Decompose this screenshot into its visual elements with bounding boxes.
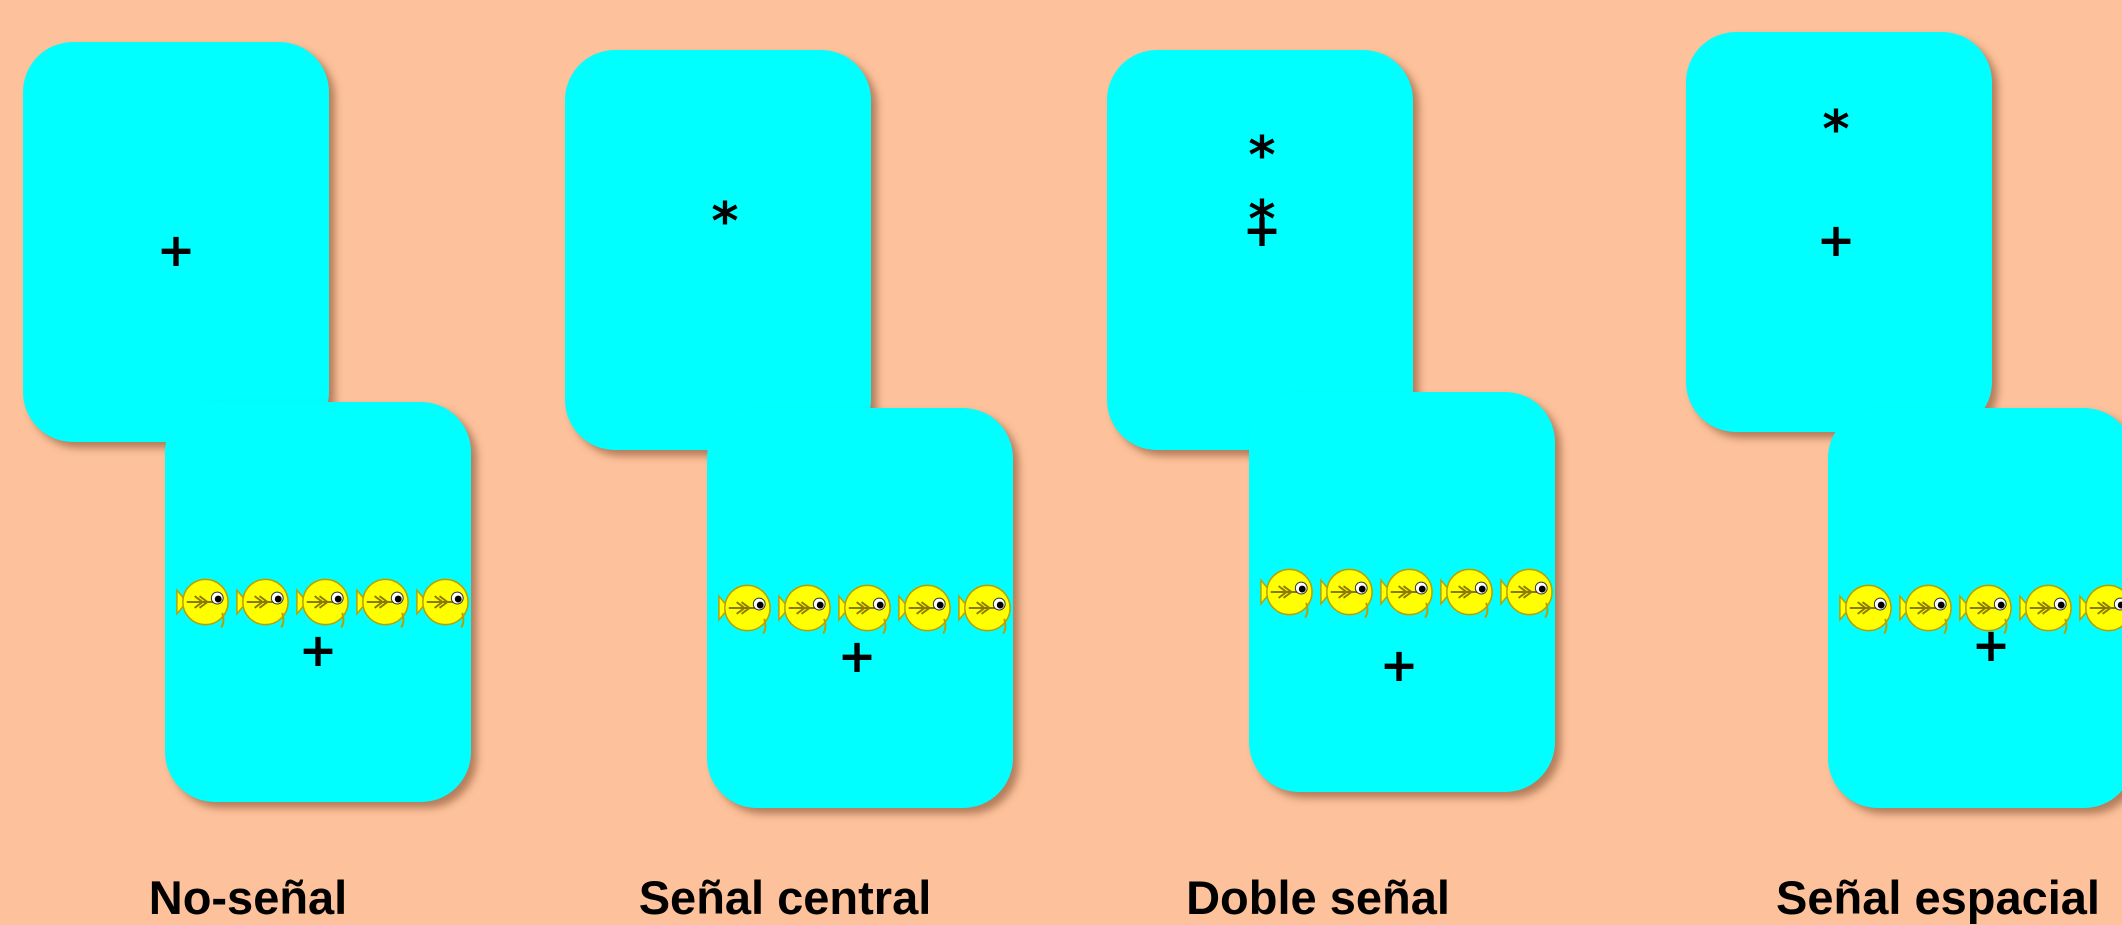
- fish-flanker-icon: [1896, 578, 1955, 638]
- fish-flanker-icon: [775, 578, 834, 638]
- fish-flanker-icon: [173, 572, 232, 632]
- cue-asterisk-center: *: [1248, 190, 1276, 250]
- fish-flanker-icon: [1257, 562, 1316, 622]
- fixation-cross: +: [1816, 213, 1856, 267]
- fish-flanker-icon: [1836, 578, 1895, 638]
- fish-flanker-icon: [1437, 562, 1496, 622]
- fish-flanker-icon: [1317, 562, 1376, 622]
- fixation-cross: +: [1971, 618, 2011, 672]
- cue-card-no-signal: +: [23, 42, 329, 442]
- fixation-cross: +: [1379, 638, 1419, 692]
- caption-spatial-signal: Señal espacial: [1776, 871, 2100, 924]
- fish-flanker-icon: [895, 578, 954, 638]
- fixation-cross: +: [837, 629, 877, 683]
- cue-card-double: * + *: [1107, 50, 1413, 450]
- fish-flanker-icon: [715, 578, 774, 638]
- fixation-cross: +: [298, 623, 338, 677]
- caption-no-signal: No-señal: [148, 871, 348, 924]
- cue-asterisk: *: [1822, 100, 1850, 160]
- caption-double-signal: Doble señal: [1186, 871, 1450, 924]
- fish-flanker-icon: [353, 572, 412, 632]
- target-card-no-signal: +: [165, 402, 471, 802]
- flanker-array: [1257, 562, 1557, 622]
- fish-flanker-icon: [233, 572, 292, 632]
- caption-central-signal: Señal central: [638, 871, 932, 924]
- cue-card-spatial: * +: [1686, 32, 1992, 432]
- fish-flanker-icon: [2076, 578, 2122, 638]
- fish-flanker-icon: [1497, 562, 1556, 622]
- fixation-cross: +: [156, 223, 196, 277]
- target-card-double: +: [1249, 392, 1555, 792]
- fish-flanker-icon: [955, 578, 1014, 638]
- cue-asterisk: *: [711, 192, 739, 252]
- target-card-spatial: +: [1828, 408, 2122, 808]
- fixation-cross: +: [1242, 203, 1282, 257]
- fish-flanker-icon: [413, 572, 472, 632]
- cue-asterisk-top: *: [1248, 126, 1276, 186]
- target-card-central: +: [707, 408, 1013, 808]
- fish-flanker-icon: [2016, 578, 2075, 638]
- fish-flanker-icon: [1377, 562, 1436, 622]
- cue-card-central: *: [565, 50, 871, 450]
